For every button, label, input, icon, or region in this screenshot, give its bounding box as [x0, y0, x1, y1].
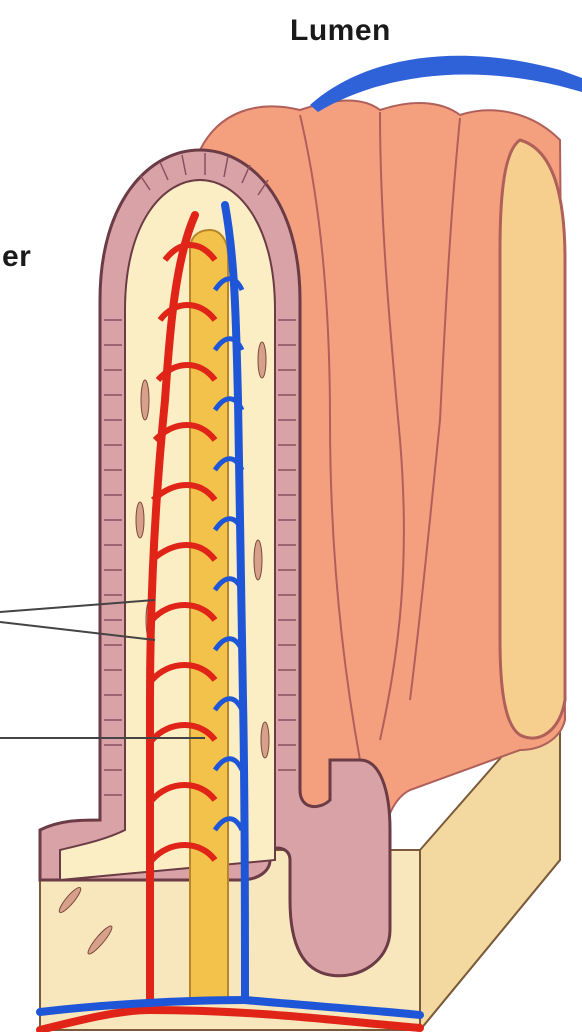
partial-label-er: er: [2, 240, 31, 274]
villus-cut-face-right: [500, 140, 565, 738]
lumen-label: Lumen: [290, 14, 391, 48]
